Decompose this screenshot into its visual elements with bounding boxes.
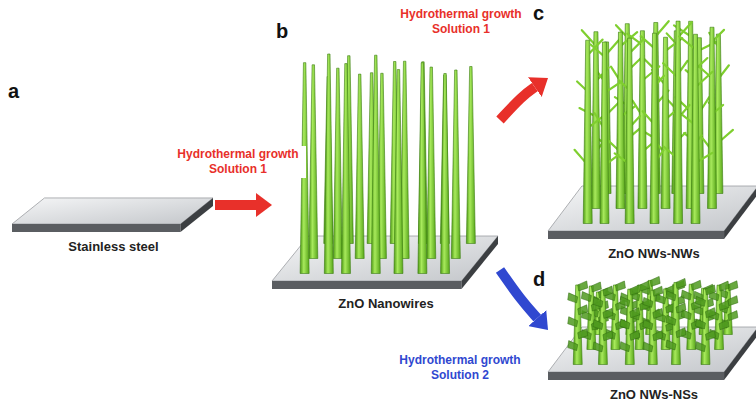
- sample-caption: Stainless steel: [12, 238, 215, 256]
- substrate-panel: ZnO Nanowires: [272, 45, 500, 313]
- sample-caption: ZnO Nanowires: [272, 295, 500, 313]
- process-arrow: [500, 87, 535, 120]
- nanowire-illustration: [12, 172, 215, 234]
- arrow-label: Hydrothermal growth Solution 1: [170, 146, 306, 178]
- substrate-panel: ZnO NWs-NWs: [548, 5, 756, 263]
- process-arrow: [215, 200, 256, 210]
- substrate-side: [724, 327, 756, 380]
- panel-letter: c: [533, 2, 544, 24]
- nanowire-illustration: [272, 45, 500, 291]
- substrate-top: [12, 198, 213, 224]
- substrate-front: [272, 281, 462, 289]
- substrate-front: [12, 224, 181, 232]
- nanowire-illustration: [548, 272, 756, 382]
- arrow-label: Hydrothermal growth Solution 1: [393, 6, 529, 38]
- substrate-front: [548, 231, 724, 239]
- substrate-panel: Stainless steel: [12, 172, 215, 256]
- substrate-side: [724, 186, 756, 239]
- arrow-label: Hydrothermal growth Solution 2: [392, 352, 528, 384]
- sample-caption: ZnO NWs-NSs: [548, 386, 756, 404]
- panel-letter: b: [276, 20, 288, 42]
- process-arrow: [500, 270, 537, 318]
- nanostructure-array: [300, 54, 475, 274]
- substrate-front: [548, 372, 724, 380]
- nanostructure-array: [575, 21, 733, 223]
- panel-letter: d: [533, 268, 545, 290]
- substrate-side: [181, 198, 213, 232]
- panel-letter: a: [8, 80, 19, 102]
- substrate-side: [462, 236, 498, 289]
- nanowire-illustration: [548, 5, 756, 241]
- sample-caption: ZnO NWs-NWs: [548, 245, 756, 263]
- substrate-panel: ZnO NWs-NSs: [548, 272, 756, 404]
- nanostructure-array: [568, 276, 738, 364]
